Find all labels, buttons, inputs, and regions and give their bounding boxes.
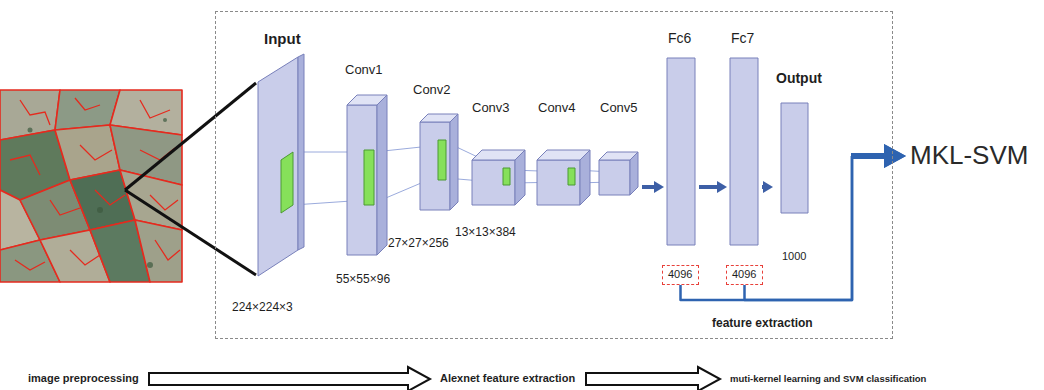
stage-label: Alexnet feature extraction <box>440 372 576 386</box>
classifier-label: MKL-SVM <box>910 140 1029 172</box>
layer-label: feature extraction <box>712 316 813 330</box>
layer-face <box>258 57 298 276</box>
layer-label: Fc7 <box>731 30 754 47</box>
layer-label: Conv5 <box>600 100 638 116</box>
layer-label: Input <box>264 30 301 48</box>
layer-label: Fc6 <box>668 30 691 47</box>
hollow-arrow <box>149 367 430 390</box>
layer-label: 1000 <box>782 250 806 263</box>
layer-face <box>438 140 446 180</box>
conv-layer: Conv1 55×55×96 <box>336 62 391 287</box>
satellite-image <box>0 90 182 282</box>
conv-layer: Conv2 27×27×256 <box>388 82 459 251</box>
conv-layer: Conv4 <box>537 100 591 206</box>
layer-face <box>515 150 525 205</box>
layer-shape <box>232 30 305 315</box>
layer-face <box>377 95 387 255</box>
arrow-shaft <box>851 153 886 159</box>
layer-face <box>781 103 808 213</box>
arrow-head <box>717 181 727 193</box>
layer-shape <box>336 62 391 287</box>
layer-face <box>730 58 758 245</box>
feature-size-box: 4096 <box>663 266 698 284</box>
layer-face <box>599 160 630 195</box>
layer-shape <box>667 30 696 246</box>
layer-label: 13×13×384 <box>455 225 516 239</box>
layer-label: Output <box>776 70 822 87</box>
fc-layer: Fc6 <box>667 30 696 246</box>
layer-face <box>298 54 304 250</box>
feature-line <box>681 156 853 300</box>
layer-label: Conv1 <box>345 62 383 78</box>
layer-face <box>364 150 374 205</box>
arrow-shaft <box>699 185 718 189</box>
arrow-shaft <box>851 153 886 159</box>
layer-face <box>580 150 590 205</box>
layer-label: muti-kernel learning and SVM classificat… <box>730 373 926 384</box>
layer-face <box>630 152 638 195</box>
connector <box>149 367 430 390</box>
layer-label: 224×224×3 <box>232 300 293 314</box>
layer-shape <box>730 30 759 246</box>
network-frame: feature extraction Input 224×224×3 Conv1 55×… <box>216 12 892 338</box>
layer-face <box>347 105 377 255</box>
zoom-lines <box>125 83 256 275</box>
connector <box>762 181 773 193</box>
layer-face <box>420 122 450 210</box>
arrow-head <box>884 144 906 168</box>
connector <box>699 181 727 193</box>
layer-label: 4096 <box>668 268 692 281</box>
connector <box>745 144 907 300</box>
layer-label: MKL-SVM <box>910 140 1028 171</box>
layer-label: Conv4 <box>538 100 576 116</box>
input-layer: Input 224×224×3 <box>232 30 305 315</box>
layer-label: Conv3 <box>472 100 510 116</box>
layer-face <box>568 168 575 185</box>
arrow-head <box>884 144 906 168</box>
connector <box>642 181 664 193</box>
arrow-head <box>763 181 773 193</box>
layer-shape <box>388 82 459 251</box>
layer-face <box>472 160 515 205</box>
layer-label: 55×55×96 <box>336 272 390 286</box>
conv-layer: Conv5 <box>599 100 639 196</box>
arrow-head <box>654 181 664 193</box>
layer-label: 4096 <box>732 268 756 281</box>
layer-face <box>667 58 695 245</box>
layer-label: Alexnet feature extraction <box>440 372 575 385</box>
layer-shape <box>776 70 822 264</box>
output-layer: Output 1000 <box>776 70 822 264</box>
conv-layer: Conv3 13×13×384 <box>455 100 526 240</box>
stage-label: muti-kernel learning and SVM classificat… <box>730 373 927 385</box>
layer-label: Conv2 <box>413 82 451 98</box>
fc-layer: Fc7 <box>730 30 759 246</box>
layer-face <box>450 114 458 210</box>
feature-size-box: 4096 <box>727 266 762 284</box>
layer-face <box>281 152 293 213</box>
connector <box>586 367 720 390</box>
layer-label: image preprocessing <box>28 372 139 385</box>
layer-shape <box>455 100 526 240</box>
layer-label: 27×27×256 <box>388 236 449 250</box>
layer-face <box>503 168 510 185</box>
arrow-shaft <box>642 185 655 189</box>
hollow-arrow <box>586 367 720 390</box>
stage-label: image preprocessing <box>28 372 139 386</box>
layer-shape <box>537 100 591 206</box>
layer-face <box>537 160 580 205</box>
